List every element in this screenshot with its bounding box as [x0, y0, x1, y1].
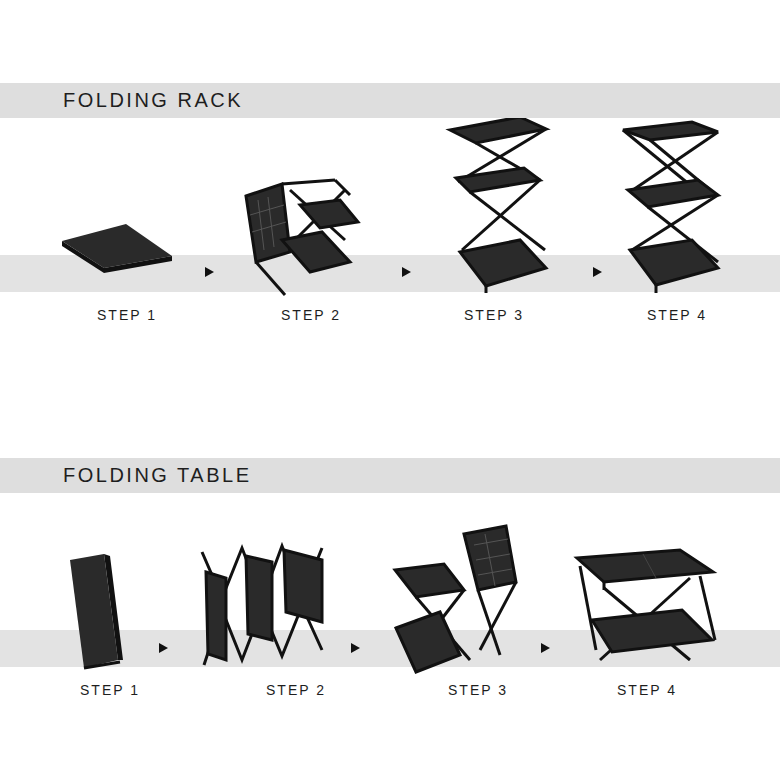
header-band: FOLDING RACK	[0, 83, 780, 118]
table-opening	[395, 526, 516, 672]
rack-zigzag	[450, 117, 546, 293]
table-open	[577, 550, 715, 660]
header-band: FOLDING TABLE	[0, 458, 780, 493]
step-label: STEP 4	[617, 682, 677, 698]
step-label: STEP 3	[464, 307, 524, 323]
rack-folded	[62, 224, 172, 273]
table-folded	[70, 554, 123, 668]
rack-unfolding	[246, 180, 358, 295]
rack-open	[623, 122, 718, 293]
step-label: STEP 1	[80, 682, 140, 698]
step-label: STEP 3	[448, 682, 508, 698]
step-label: STEP 2	[266, 682, 326, 698]
step-label: STEP 4	[647, 307, 707, 323]
step-label: STEP 1	[97, 307, 157, 323]
step-label: STEP 2	[281, 307, 341, 323]
section-heading: FOLDING RACK	[63, 89, 243, 112]
section-heading: FOLDING TABLE	[63, 464, 251, 487]
table-unfolding	[202, 546, 322, 665]
